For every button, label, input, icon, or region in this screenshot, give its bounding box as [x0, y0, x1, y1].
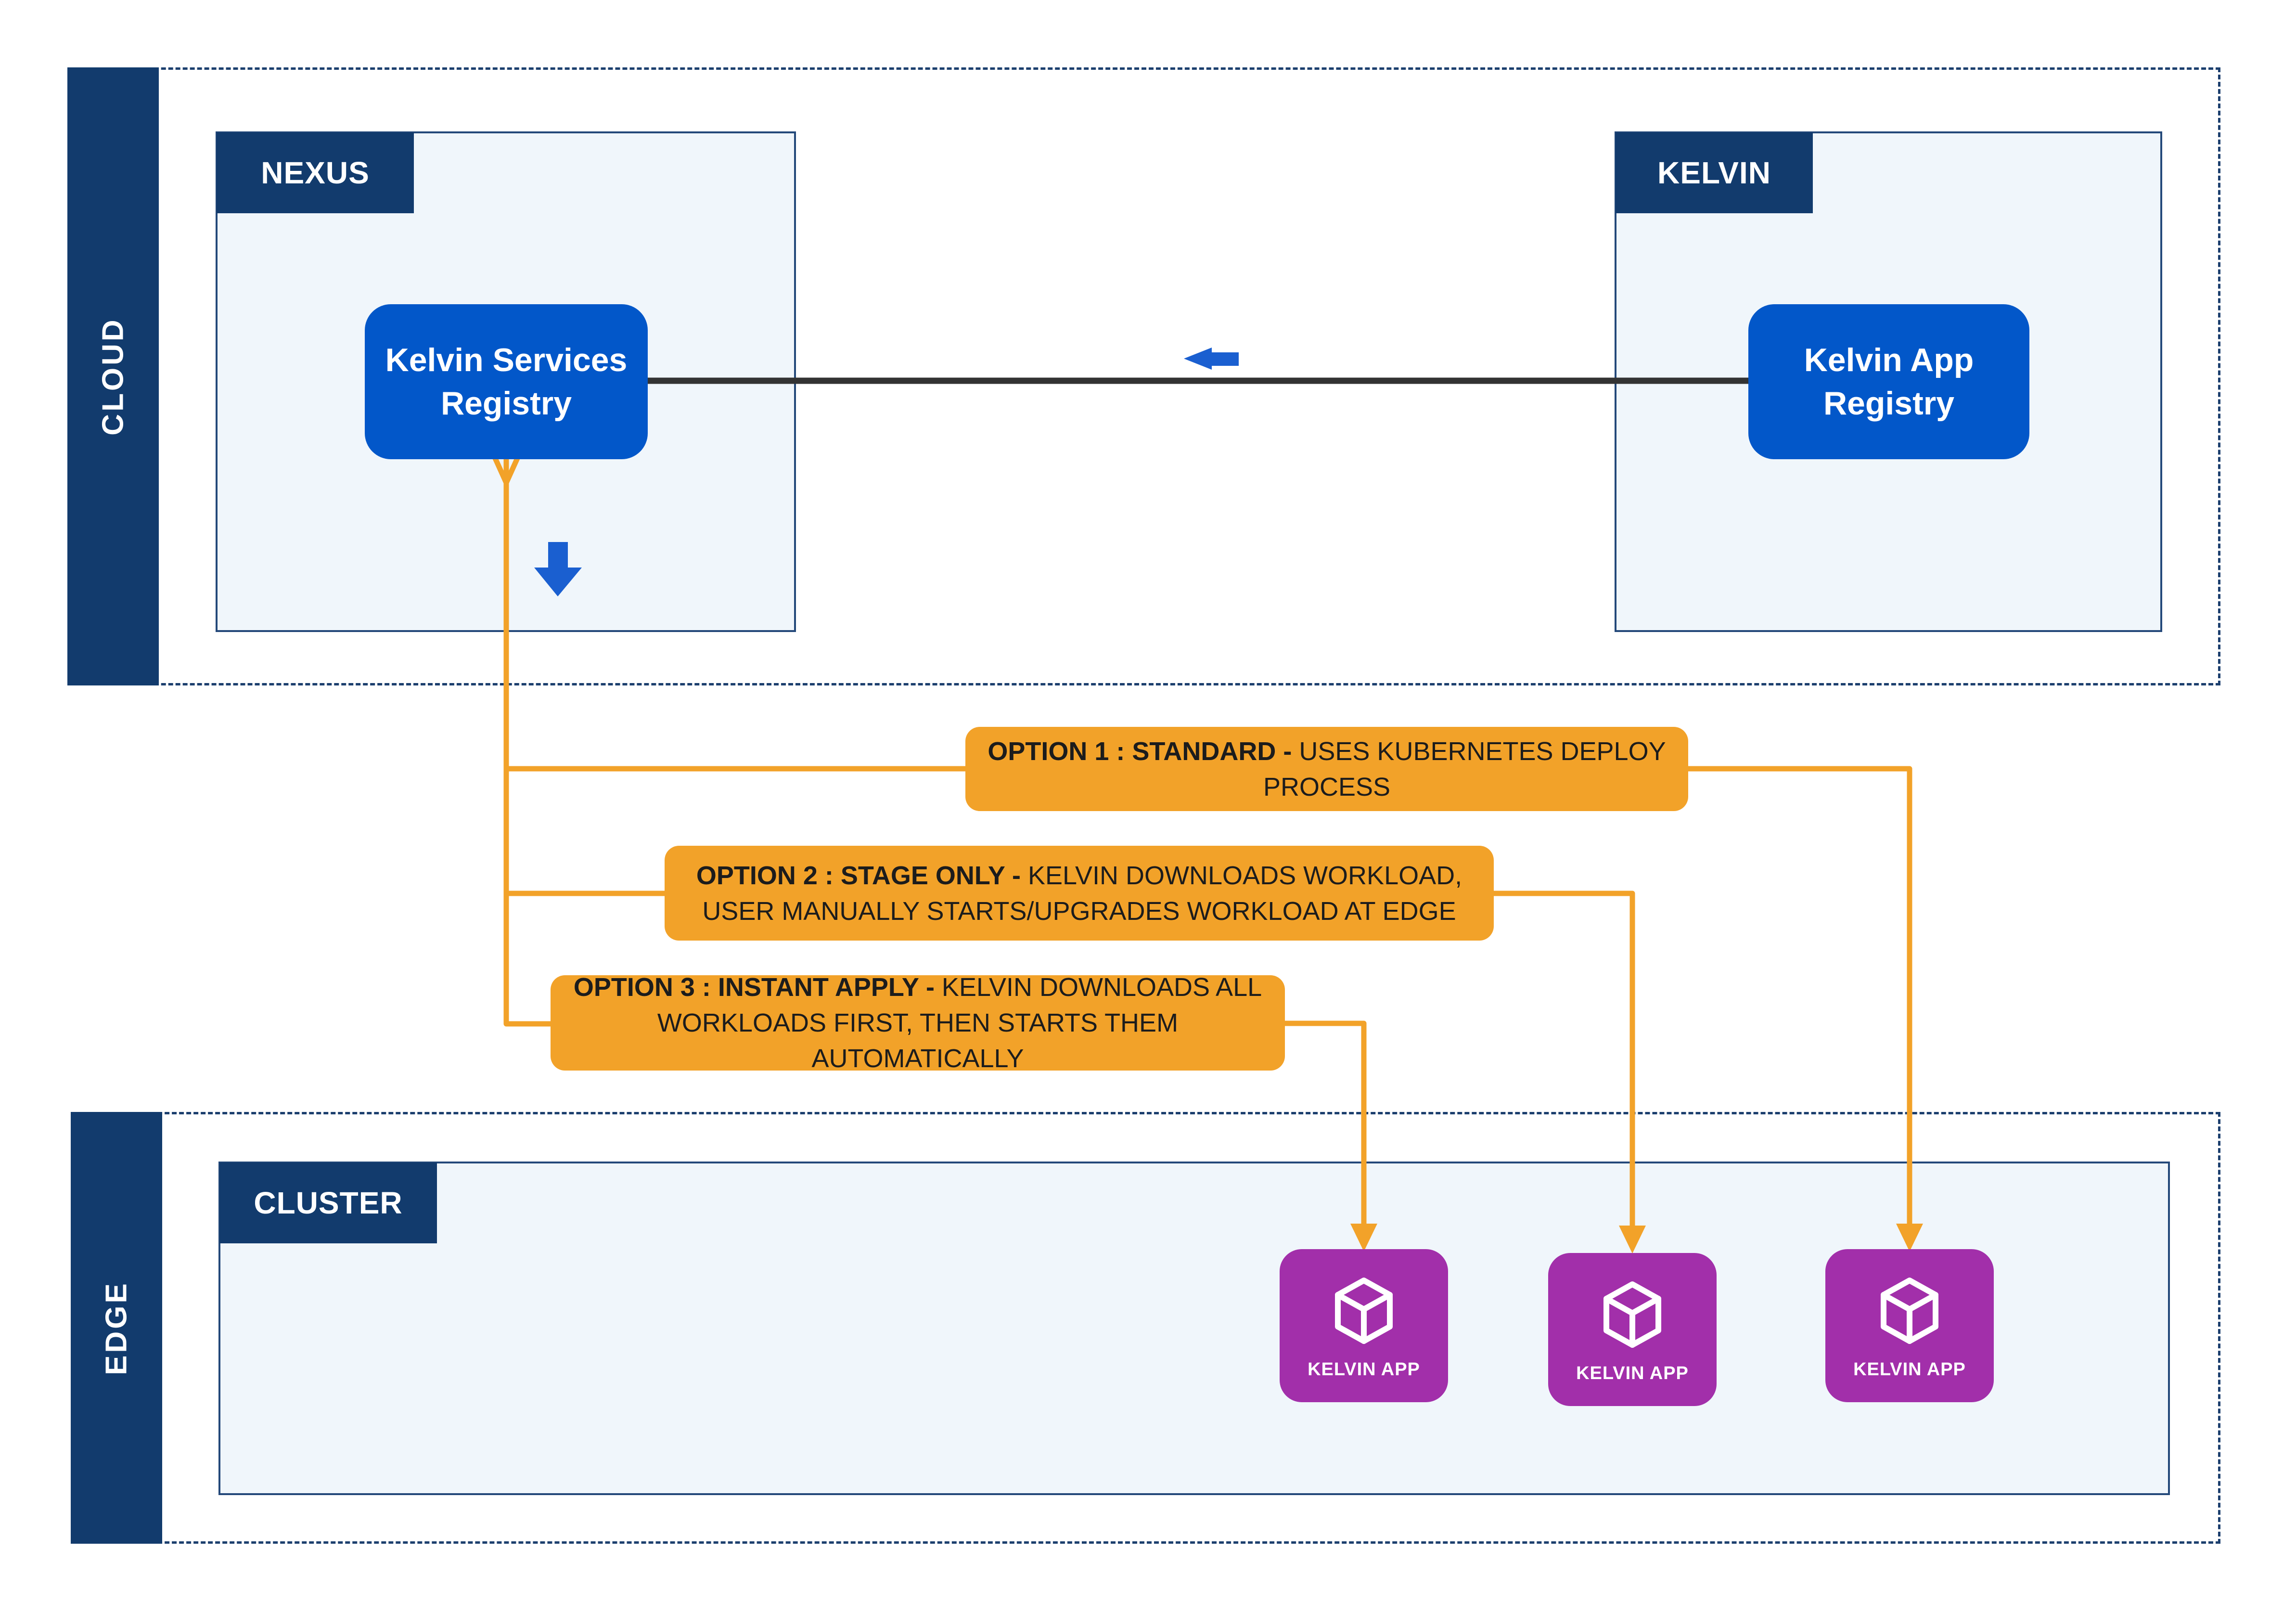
nexus-title: NEXUS [217, 132, 414, 213]
option-2-box[interactable]: OPTION 2 : STAGE ONLY - KELVIN DOWNLOADS… [665, 846, 1494, 941]
kelvin-title: KELVIN [1616, 132, 1813, 213]
option-3-out-line [1284, 1020, 1367, 1227]
option-2-heading: OPTION 2 : STAGE ONLY - [696, 861, 1021, 890]
option-1-out-line [1687, 766, 1912, 1227]
down-arrow-icon [534, 542, 582, 596]
option-3-text: KELVIN DOWNLOADS ALL WORKLOADS FIRST, TH… [657, 973, 1262, 1073]
app-2-arrowhead [1619, 1226, 1646, 1253]
option-1-box[interactable]: OPTION 1 : STANDARD - USES KUBERNETES DE… [965, 727, 1688, 811]
app-1-arrowhead [1350, 1224, 1377, 1252]
trunk-chevron [492, 456, 521, 486]
option-1-heading: OPTION 1 : STANDARD - [988, 736, 1292, 766]
option-3-heading: OPTION 3 : INSTANT APPLY - [573, 973, 935, 1002]
kelvin-app-3-label: KELVIN APP [1853, 1359, 1966, 1380]
kelvin-app-2[interactable]: KELVIN APP [1548, 1253, 1717, 1406]
option-1-text: USES KUBERNETES DEPLOY PROCESS [1263, 736, 1666, 801]
kelvin-app-2-label: KELVIN APP [1576, 1363, 1689, 1383]
option-2-text: KELVIN DOWNLOADS WORKLOAD, USER MANUALLY… [702, 861, 1462, 926]
trunk-line [503, 458, 553, 1027]
app-3-arrowhead [1896, 1224, 1923, 1252]
left-arrow-icon [1184, 348, 1239, 370]
cloud-band: CLOUD [67, 67, 159, 685]
kelvin-services-registry[interactable]: Kelvin Services Registry [365, 304, 648, 459]
kelvin-app-1-label: KELVIN APP [1308, 1359, 1420, 1380]
option-3-box[interactable]: OPTION 3 : INSTANT APPLY - KELVIN DOWNLO… [551, 973, 1285, 1073]
cube-icon [1335, 1277, 1393, 1344]
kelvin-app-registry[interactable]: Kelvin App Registry [1748, 304, 2029, 459]
edge-band: EDGE [71, 1112, 162, 1544]
cluster-title: CLUSTER [219, 1162, 437, 1243]
option-2-out-line [1492, 891, 1635, 1228]
kelvin-app-3[interactable]: KELVIN APP [1825, 1249, 1994, 1402]
kelvin-app-1[interactable]: KELVIN APP [1280, 1249, 1448, 1402]
cube-icon [1881, 1277, 1938, 1344]
cube-icon [1603, 1281, 1661, 1348]
